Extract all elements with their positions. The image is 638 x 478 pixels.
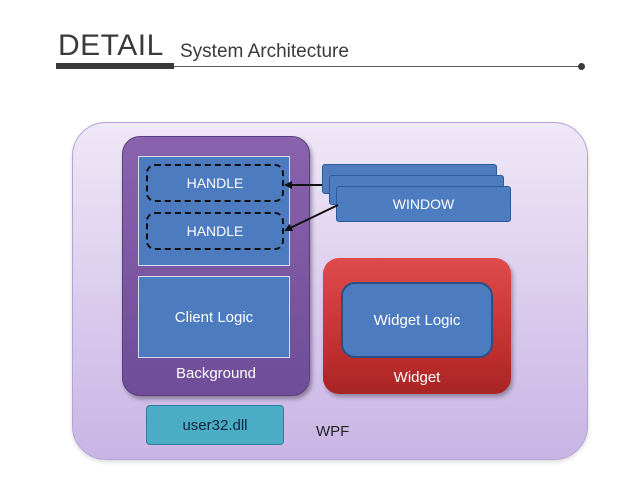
handle-box-1: HANDLE <box>146 164 284 202</box>
user32-dll-box: user32.dll <box>146 405 284 445</box>
widget-label: Widget <box>393 369 441 386</box>
client-logic-box: Client Logic <box>138 276 290 358</box>
arrow-window-to-handle-2 <box>284 204 339 232</box>
widget-logic-box: Widget Logic <box>341 282 493 358</box>
handles-panel <box>138 156 290 266</box>
page-subtitle: System Architecture <box>180 41 349 62</box>
background-label: Background <box>175 365 257 382</box>
page-title: DETAIL <box>58 29 164 62</box>
title-underline-bar <box>56 63 174 69</box>
handle-box-2: HANDLE <box>146 212 284 250</box>
title-rule <box>174 66 582 67</box>
window-box: WINDOW <box>336 186 511 222</box>
title-rule-dot <box>578 63 585 70</box>
wpf-label: WPF <box>316 423 350 440</box>
